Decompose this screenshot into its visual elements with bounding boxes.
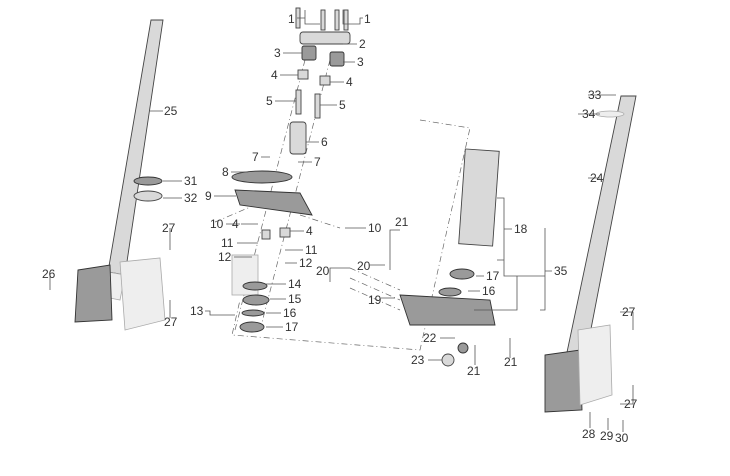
callout-25: 25	[164, 104, 178, 118]
callout-4d: 4	[306, 224, 313, 238]
callout-8: 8	[222, 165, 229, 179]
callout-21a: 21	[395, 215, 409, 229]
callout-29: 29	[600, 429, 614, 443]
callout-13: 13	[190, 304, 204, 318]
callout-21c: 21	[504, 355, 518, 369]
callout-12b: 12	[299, 256, 313, 270]
callout-26: 26	[42, 267, 56, 281]
callout-4b: 4	[346, 75, 353, 89]
callout-1a: 1	[288, 12, 295, 26]
callout-10b: 10	[368, 221, 382, 235]
lower-stem-assembly	[399, 148, 500, 367]
callout-2: 2	[359, 37, 366, 51]
callout-30: 30	[615, 431, 629, 445]
callout-27d: 27	[624, 397, 638, 411]
callout-24: 24	[590, 171, 604, 185]
triple-clamps	[231, 170, 313, 333]
callout-27c: 27	[622, 305, 636, 319]
leader-lines	[49, 9, 634, 432]
callout-7b: 7	[314, 155, 321, 169]
callout-12a: 12	[218, 250, 232, 264]
callout-28: 28	[582, 427, 596, 441]
callout-34: 34	[582, 107, 596, 121]
callout-16: 16	[283, 306, 297, 320]
callout-20a: 20	[316, 264, 330, 278]
callout-11b: 11	[305, 243, 318, 257]
callout-17: 17	[285, 320, 299, 334]
callout-32: 32	[184, 191, 198, 205]
callout-9: 9	[205, 189, 212, 203]
callout-15: 15	[288, 292, 302, 306]
callout-18: 18	[514, 222, 528, 236]
callout-27a: 27	[162, 221, 176, 235]
callout-21b: 21	[467, 364, 481, 378]
handlebar-clamps	[289, 7, 351, 155]
callout-27b: 27	[164, 315, 178, 329]
callout-31: 31	[184, 174, 198, 188]
left-fork-leg	[74, 19, 166, 331]
right-fork-leg	[544, 95, 637, 413]
callout-14: 14	[288, 277, 302, 291]
callout-10a: 10	[210, 217, 224, 231]
callout-6: 6	[321, 135, 328, 149]
callout-20b: 20	[357, 259, 371, 273]
callout-16b: 16	[482, 284, 496, 298]
left-fork-seals	[133, 176, 163, 202]
callout-4a: 4	[271, 68, 278, 82]
callout-3b: 3	[357, 55, 364, 69]
callout-11a: 11	[221, 236, 234, 250]
callout-1b: 1	[364, 12, 371, 26]
callout-5b: 5	[339, 98, 346, 112]
callout-22: 22	[423, 331, 437, 345]
callout-17b: 17	[486, 269, 500, 283]
callout-33: 33	[588, 88, 602, 102]
callout-19: 19	[368, 293, 382, 307]
callout-4c: 4	[232, 217, 239, 231]
callout-23: 23	[411, 353, 425, 367]
callout-7a: 7	[252, 150, 259, 164]
callout-3a: 3	[274, 46, 281, 60]
callout-labels: 1 1 2 3 3 4 4 5 5 6 7 7 8 9 10 10 4 4 11…	[42, 12, 638, 445]
callout-35: 35	[554, 264, 568, 278]
callout-5a: 5	[266, 94, 273, 108]
